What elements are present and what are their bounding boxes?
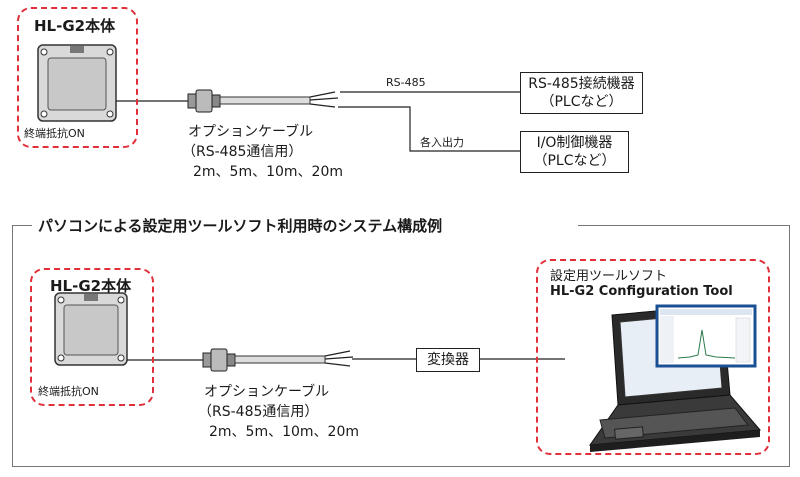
sensor-unit-frame-top <box>17 7 138 148</box>
sensor-unit-bottom <box>54 292 128 366</box>
converter-box: 変換器 <box>416 348 480 372</box>
termination-label-top: 終端抵抗ON <box>24 127 85 140</box>
cable-label-top-3: 2m、5m、10m、20m <box>193 164 343 180</box>
cable-label-bottom-3: 2m、5m、10m、20m <box>209 424 359 440</box>
io-device-box: I/O制御機器 （PLCなど） <box>520 131 629 173</box>
io-device-example: （PLCなど） <box>533 153 616 169</box>
termination-label-bottom: 終端抵抗ON <box>38 385 99 398</box>
section-frame <box>12 225 790 467</box>
cable-connector-top <box>187 89 339 113</box>
cable-connector-bottom <box>202 348 354 372</box>
rs485-device-box: RS-485接続機器 （PLCなど） <box>520 72 643 114</box>
io-line-label: 各入出力 <box>420 136 464 149</box>
software-name: HL-G2 Configuration Tool <box>550 284 733 299</box>
rs485-device-name: RS-485接続機器 <box>528 76 635 92</box>
software-caption: 設定用ツールソフト <box>550 269 668 284</box>
sensor-unit-frame-bottom <box>30 268 154 406</box>
section-frame-top-left <box>12 225 32 226</box>
rs485-line-label: RS-485 <box>386 76 426 89</box>
cable-label-top-1: オプションケーブル <box>188 124 314 140</box>
section-title: パソコンによる設定用ツールソフト利用時のシステム構成例 <box>38 217 443 235</box>
rs485-device-example: （PLCなど） <box>540 94 623 110</box>
section-frame-top-right <box>578 225 790 226</box>
io-device-name: I/O制御機器 <box>536 135 613 151</box>
cable-label-bottom-1: オプションケーブル <box>204 384 330 400</box>
unit-title-bottom: HL-G2本体 <box>50 277 132 295</box>
unit-title-top: HL-G2本体 <box>34 17 116 35</box>
software-screenshot <box>655 304 757 368</box>
sensor-unit-top <box>37 44 117 122</box>
cable-label-bottom-2: （RS-485通信用） <box>198 404 319 420</box>
cable-label-top-2: （RS-485通信用） <box>182 144 303 160</box>
software-frame <box>536 259 770 455</box>
converter-label: 変換器 <box>427 352 469 368</box>
